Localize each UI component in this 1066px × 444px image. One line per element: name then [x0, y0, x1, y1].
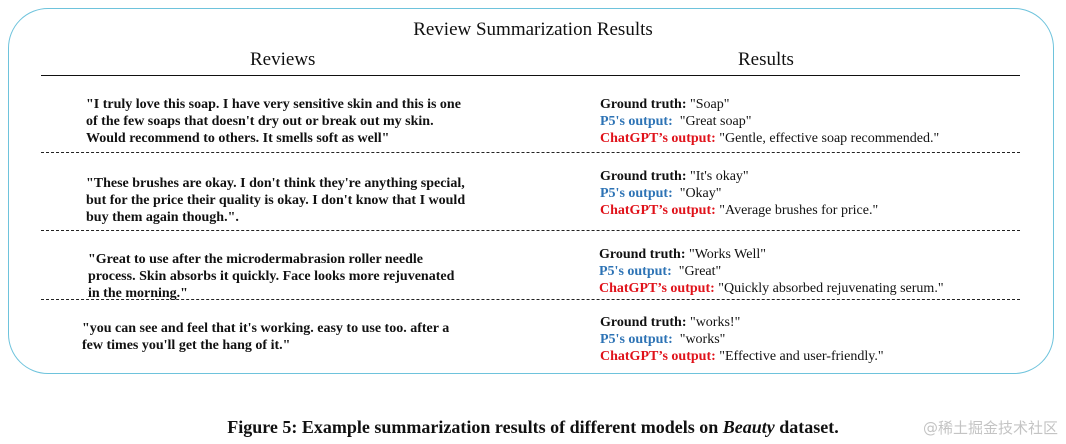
ground-truth-label: Ground truth:: [600, 315, 687, 330]
chatgpt-output-label: ChatGPT’s output:: [600, 349, 716, 364]
header-rule: [41, 75, 1020, 76]
p5-output-value: "Great": [678, 264, 722, 279]
result-block: Ground truth: "It's okay" P5's output: "…: [600, 168, 878, 219]
review-text: "Great to use after the microdermabrasio…: [88, 252, 455, 301]
review-text: "I truly love this soap. I have very sen…: [86, 97, 461, 146]
chatgpt-output-value: "Effective and user-friendly.": [719, 349, 884, 364]
caption-dataset-name: Beauty: [722, 417, 775, 437]
ground-truth-value: "works!": [689, 315, 741, 330]
chatgpt-output-label: ChatGPT’s output:: [599, 281, 715, 296]
caption-prefix: Figure 5: Example summarization results …: [227, 417, 723, 437]
result-block: Ground truth: "Works Well" P5's output: …: [599, 246, 944, 297]
p5-output-label: P5's output:: [599, 264, 672, 279]
results-column-header: Results: [738, 49, 794, 70]
review-text: "you can see and feel that it's working.…: [82, 321, 450, 353]
figure-caption: Figure 5: Example summarization results …: [0, 417, 1066, 438]
p5-output-label: P5's output:: [600, 114, 673, 129]
ground-truth-label: Ground truth:: [600, 169, 687, 184]
p5-output-label: P5's output:: [600, 186, 673, 201]
p5-output-value: "Okay": [679, 186, 722, 201]
reviews-column-header: Reviews: [250, 49, 316, 70]
result-block: Ground truth: "Soap" P5's output: "Great…: [600, 96, 939, 147]
ground-truth-label: Ground truth:: [600, 97, 687, 112]
p5-output-label: P5's output:: [600, 332, 673, 347]
ground-truth-value: "Works Well": [688, 247, 766, 262]
chatgpt-output-value: "Quickly absorbed rejuvenating serum.": [718, 281, 944, 296]
row-divider: [41, 299, 1020, 300]
chatgpt-output-label: ChatGPT’s output:: [600, 203, 716, 218]
review-text: "These brushes are okay. I don't think t…: [86, 176, 466, 225]
p5-output-value: "Great soap": [679, 114, 752, 129]
results-panel: [8, 8, 1054, 374]
caption-suffix: dataset.: [774, 417, 839, 437]
ground-truth-value: "Soap": [689, 97, 730, 112]
watermark: @稀土掘金技术社区: [922, 419, 1058, 437]
chatgpt-output-label: ChatGPT’s output:: [600, 131, 716, 146]
ground-truth-label: Ground truth:: [599, 247, 686, 262]
ground-truth-value: "It's okay": [689, 169, 749, 184]
result-block: Ground truth: "works!" P5's output: "wor…: [600, 314, 884, 365]
panel-title: Review Summarization Results: [413, 19, 653, 40]
chatgpt-output-value: "Average brushes for price.": [719, 203, 879, 218]
row-divider: [41, 230, 1020, 231]
row-divider: [41, 152, 1020, 153]
chatgpt-output-value: "Gentle, effective soap recommended.": [719, 131, 940, 146]
p5-output-value: "works": [679, 332, 726, 347]
